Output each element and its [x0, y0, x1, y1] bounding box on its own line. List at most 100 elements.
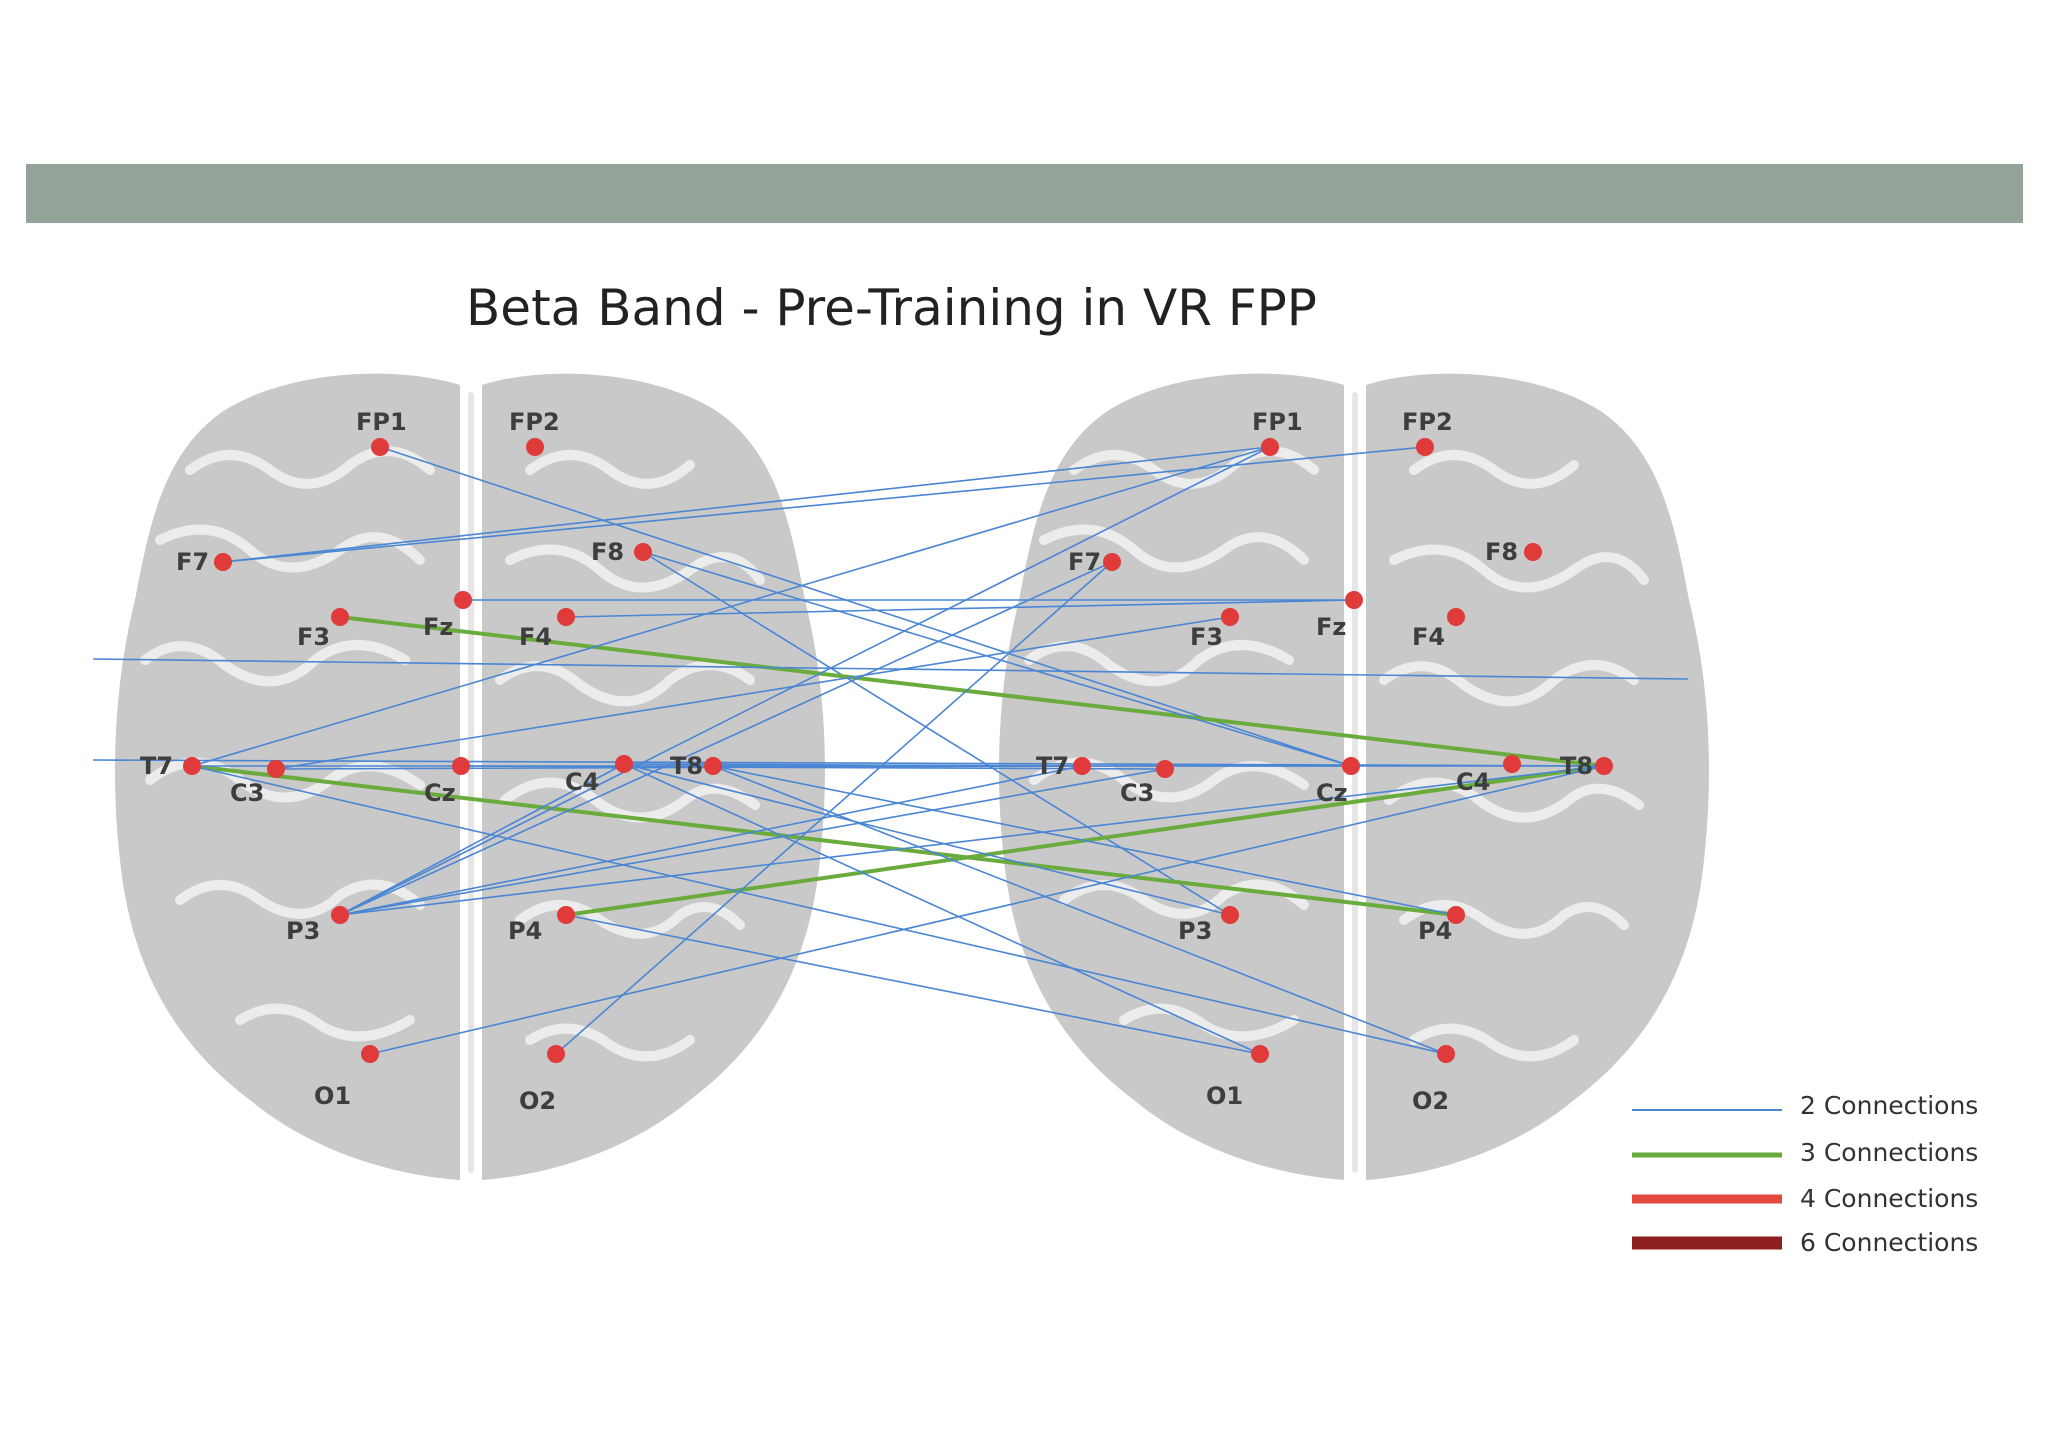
connection-L-F4-R-Fz	[565, 599, 1355, 618]
electrode-right-f7	[1103, 553, 1121, 571]
electrode-label-left-f7: F7	[176, 548, 209, 576]
electrode-right-f3	[1221, 608, 1239, 626]
legend-label-6: 6 Connections	[1800, 1228, 1978, 1257]
connection-L-O2-R-F7	[555, 561, 1113, 1055]
electrode-label-right-fp2: FP2	[1402, 408, 1453, 436]
electrode-label-right-c3: C3	[1120, 779, 1154, 807]
connection-lines	[92, 446, 1689, 1055]
electrode-label-right-f4: F4	[1412, 623, 1445, 651]
electrode-left-o2	[547, 1045, 565, 1063]
electrode-label-right-t7: T7	[1036, 752, 1069, 780]
connection-L-F7-R-FP2	[222, 446, 1426, 563]
electrode-label-left-p3: P3	[286, 917, 320, 945]
legend-item-3: 3 Connections	[1632, 1138, 1978, 1167]
legend-item-6: 6 Connections	[1632, 1228, 1978, 1257]
electrode-right-fp1	[1261, 438, 1279, 456]
connection-L-FP1-R-Cz	[379, 446, 1352, 767]
electrode-label-left-o1: O1	[314, 1082, 351, 1110]
legend-label-3: 3 Connections	[1800, 1138, 1978, 1167]
electrode-label-right-o2: O2	[1412, 1087, 1449, 1115]
electrode-label-right-p3: P3	[1178, 917, 1212, 945]
connection-L-T7-R-O2	[191, 765, 1447, 1055]
connection-L-P4-R-O1	[565, 914, 1261, 1055]
electrode-label-right-p4: P4	[1418, 917, 1452, 945]
electrode-label-right-f3: F3	[1190, 623, 1223, 651]
electrode-left-p3	[331, 906, 349, 924]
connection-L-P3-R-F7	[339, 561, 1113, 916]
electrode-right-fz	[1345, 591, 1363, 609]
electrode-left-p4	[557, 906, 575, 924]
electrode-right-o1	[1251, 1045, 1269, 1063]
electrode-label-left-fp1: FP1	[356, 408, 407, 436]
electrode-label-left-o2: O2	[519, 1087, 556, 1115]
legend-label-2: 2 Connections	[1800, 1091, 1978, 1120]
electrode-label-right-fz: Fz	[1316, 613, 1346, 641]
connection-L-T7-R-FP1	[191, 446, 1271, 767]
electrode-label-left-fz: Fz	[423, 613, 453, 641]
electrode-left-fz	[454, 591, 472, 609]
electrode-label-right-t8: T8	[1560, 752, 1593, 780]
connection-L-T8-R-P4	[712, 765, 1457, 916]
connection-L-P3-R-T8	[339, 765, 1605, 916]
electrode-right-o2	[1437, 1045, 1455, 1063]
electrode-right-t8	[1595, 757, 1613, 775]
electrode-left-f3	[331, 608, 349, 626]
connection-L-C4-R-O1	[623, 763, 1261, 1055]
electrode-label-right-f7: F7	[1068, 548, 1101, 576]
electrode-right-p4	[1447, 906, 1465, 924]
connection-L-P3-R-T7	[339, 765, 1083, 916]
electrode-label-left-f3: F3	[297, 623, 330, 651]
electrode-label-left-f8: F8	[591, 538, 624, 566]
electrode-right-t7	[1073, 757, 1091, 775]
electrode-label-left-p4: P4	[508, 917, 542, 945]
brain-right	[999, 373, 1709, 1180]
connection-L-Cz-R-C3	[460, 765, 1166, 770]
electrode-label-left-fp2: FP2	[509, 408, 560, 436]
connection-L-T7-R-P4	[190, 764, 1458, 917]
electrode-label-left-c3: C3	[230, 779, 264, 807]
electrode-left-cz	[452, 757, 470, 775]
electrode-left-f7	[214, 553, 232, 571]
electrode-right-p3	[1221, 906, 1239, 924]
connection-L-C4-R-P3	[623, 763, 1231, 916]
electrode-left-f8	[634, 543, 652, 561]
electrode-label-right-fp1: FP1	[1252, 408, 1303, 436]
electrode-label-left-cz: Cz	[424, 779, 456, 807]
electrode-left-fp2	[526, 438, 544, 456]
legend-item-4: 4 Connections	[1632, 1184, 1978, 1213]
electrode-right-c3	[1156, 760, 1174, 778]
connection-L-C3-R-F3	[275, 616, 1231, 770]
electrode-label-left-c4: C4	[565, 768, 599, 796]
electrode-left-t8	[704, 757, 722, 775]
electrode-label-left-t8: T8	[670, 752, 703, 780]
electrode-right-fp2	[1416, 438, 1434, 456]
connection-L-T8-R-O2	[712, 765, 1447, 1055]
electrode-left-fp1	[371, 438, 389, 456]
electrode-right-c4	[1503, 755, 1521, 773]
connection-L-P3-R-C3	[339, 768, 1166, 916]
electrode-label-right-cz: Cz	[1316, 779, 1348, 807]
electrode-label-left-t7: T7	[140, 752, 173, 780]
connection-L-F8-R-Cz	[642, 551, 1352, 767]
electrode-right-f4	[1447, 608, 1465, 626]
electrode-label-right-o1: O1	[1206, 1082, 1243, 1110]
electrode-label-left-f4: F4	[519, 623, 552, 651]
electrode-left-c4	[615, 755, 633, 773]
legend: 2 Connections 3 Connections 4 Connection…	[1632, 1091, 1978, 1257]
electrode-left-t7	[183, 757, 201, 775]
brain-left	[115, 373, 825, 1180]
header-bar	[26, 164, 2023, 223]
connection-L-F3-R-T8	[338, 615, 1606, 768]
connection-L-F7-R-FP1	[222, 446, 1271, 563]
connection-L-P3-R-FP1	[339, 446, 1271, 916]
electrode-right-f8	[1524, 543, 1542, 561]
electrode-label-right-c4: C4	[1456, 768, 1490, 796]
legend-label-4: 4 Connections	[1800, 1184, 1978, 1213]
electrode-left-f4	[557, 608, 575, 626]
electrode-right-cz	[1342, 757, 1360, 775]
electrode-left-o1	[361, 1045, 379, 1063]
connection-L-P3-L-C4	[339, 763, 625, 916]
